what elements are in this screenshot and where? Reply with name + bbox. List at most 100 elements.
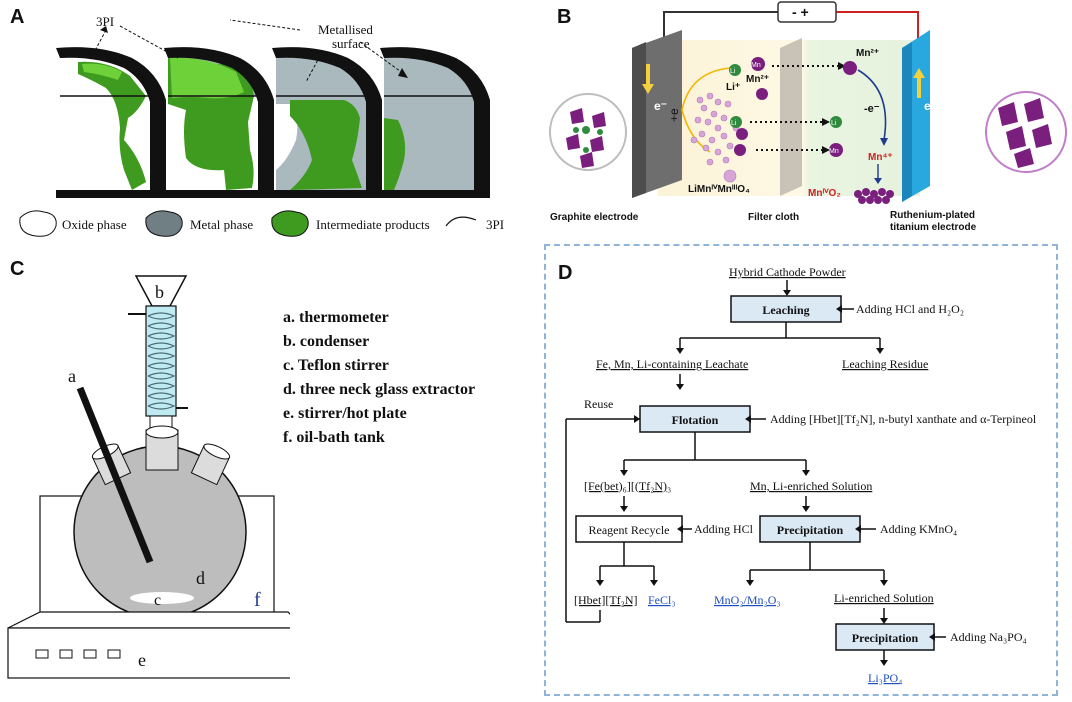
- mn4-label: Mn⁴⁺: [868, 152, 893, 163]
- mn-ion-right-label: Mn: [829, 148, 839, 155]
- legend-3pi-curve: [445, 216, 477, 227]
- residue-node: Leaching Residue: [842, 357, 928, 371]
- li-ion-mid-label: Li: [731, 120, 737, 127]
- label-f: f: [254, 589, 261, 611]
- mn-ion-low: [734, 144, 746, 156]
- filter-cloth: [780, 38, 802, 196]
- graphite-caption: Graphite electrode: [550, 212, 639, 223]
- hot-plate-top: [7, 611, 290, 629]
- mn-ion-top-label: Mn: [751, 62, 761, 69]
- electron-arrow-right: [917, 76, 921, 98]
- mno2-particles: [854, 188, 894, 204]
- power-supply-label: - +: [792, 4, 809, 20]
- mn-ion-right: [829, 143, 843, 157]
- ruthenium-caption-1: Ruthenium-plated: [890, 210, 975, 221]
- flotation-box: [639, 405, 751, 433]
- adding-na3po4: Adding Na₃PO₄: [950, 630, 1027, 644]
- adding-flotation: Adding [Hbet][Tf₂N], n-butyl xanthate an…: [770, 412, 1037, 426]
- legend-item-f: f. oil-bath tank: [283, 429, 385, 446]
- label-surface: surface: [332, 36, 370, 51]
- mn-li-solution-node: Mn, Li-enriched Solution: [750, 479, 872, 493]
- legend-metal-label: Metal phase: [190, 217, 253, 232]
- condenser-coil: [147, 312, 176, 410]
- adding-hcl-h2o2: Adding HCl and H₂O₂: [856, 302, 964, 316]
- legend-oxide-label: Oxide phase: [62, 217, 127, 232]
- label-d: d: [196, 568, 205, 588]
- phase-cell-2: [164, 47, 274, 198]
- legend-item-a: a. thermometer: [283, 309, 389, 326]
- electron-arrow-left: [646, 64, 650, 86]
- mn-ion-dot: [756, 88, 768, 100]
- fe-bet-node: [Fe(bet)₆][(Tf₂N)₃: [584, 479, 671, 493]
- arrow-metallised-1: [229, 19, 301, 31]
- leaching-label: Leaching: [762, 303, 809, 317]
- mn-ion-mid: [736, 128, 748, 140]
- precipitation2-label: Precipitation: [852, 631, 919, 645]
- panel-b-diagram: - + e⁻ e⁻ +e LiMnᴵⱽMnᴵᴵᴵO₄: [549, 1, 1067, 233]
- arrow-metallised-3: [359, 41, 405, 75]
- leachate-node: Fe, Mn, Li-containing Leachate: [596, 357, 748, 371]
- legend-oxide-swatch: [19, 210, 57, 237]
- wire-right: [836, 11, 919, 40]
- panel-letter-a: A: [10, 6, 25, 28]
- reagent-recycle-label: Reagent Recycle: [589, 523, 670, 537]
- hot-plate-button-3: [83, 649, 97, 659]
- apparatus-legend: a. thermometer b. condenser c. Teflon st…: [283, 306, 475, 450]
- legend-item-d: d. three neck glass extractor: [283, 381, 476, 398]
- power-supply: [777, 1, 837, 23]
- e-label-left: e⁻: [654, 99, 667, 113]
- precipitation2-box: [835, 623, 935, 651]
- mn2-label-right: Mn²⁺: [856, 48, 879, 59]
- hot-plate-body: [7, 627, 290, 679]
- adding-hcl: Adding HCl: [694, 522, 754, 536]
- li-ion-top: [729, 64, 741, 76]
- reagent-recycle-box: [575, 515, 683, 543]
- panel-letter-b: B: [557, 6, 572, 28]
- arrow-3pi: [89, 29, 107, 61]
- li-enriched-node: Li-enriched Solution: [834, 591, 934, 605]
- flotation-label: Flotation: [672, 413, 719, 427]
- hot-plate-button-1: [35, 649, 49, 659]
- e-label-right: e⁻: [924, 99, 937, 113]
- legend-metal-swatch: [145, 210, 183, 237]
- adding-kmno4: Adding KMnO₄: [880, 522, 957, 536]
- panel-d-flowchart: Hybrid Cathode Powder Leaching Adding HC…: [565, 265, 1037, 685]
- wire-left: [663, 11, 778, 40]
- teflon-stirrer: [130, 592, 194, 604]
- legend-item-b: b. condenser: [283, 333, 370, 350]
- limno-label: LiMnᴵⱽMnᴵᴵᴵO₄: [688, 184, 750, 195]
- panel-letter-c: C: [10, 258, 25, 280]
- precipitation-label: Precipitation: [777, 523, 844, 537]
- mn-ion-right-top: [843, 61, 857, 75]
- mn2-label-left: Mn²⁺: [746, 74, 769, 85]
- minus-e-label: -e⁻: [864, 103, 880, 115]
- legend-intermediate-swatch: [271, 210, 309, 237]
- arrow-3pi-2: [119, 25, 179, 59]
- hot-plate-button-4: [107, 649, 121, 659]
- legend-intermediate-label: Intermediate products: [316, 217, 430, 232]
- leaching-box: [730, 295, 842, 323]
- label-a: a: [68, 366, 76, 386]
- label-3pi: 3PI: [96, 14, 114, 29]
- panel-letter-d: D: [558, 262, 573, 284]
- thermometer: [76, 386, 154, 564]
- phase-cell-4: [380, 47, 490, 198]
- phase-cell-1: [56, 47, 166, 198]
- fecl3-node: FeCl₃: [648, 593, 676, 607]
- ruthenium-caption-2: titanium electrode: [890, 222, 977, 233]
- li-ion-right: [830, 116, 842, 128]
- legend-3pi-label: 3PI: [486, 217, 504, 232]
- minus-e-arrow: [857, 69, 887, 141]
- panel-a-diagram: 3PI Metallised surface Oxide phase Metal…: [19, 14, 504, 237]
- hot-plate-button-2: [59, 649, 73, 659]
- li-plus-label: Li⁺: [726, 82, 740, 93]
- li-ion-top-label: Li: [730, 68, 736, 75]
- limno-particles: [690, 92, 740, 183]
- label-metallised: Metallised: [318, 22, 373, 37]
- li-ion-mid: [730, 116, 742, 128]
- label-c: c: [154, 592, 161, 609]
- legend-item-c: c. Teflon stirrer: [283, 357, 389, 374]
- flowchart-frame: [544, 244, 1058, 696]
- hbet-node: [Hbet][Tf₂N]: [574, 593, 638, 607]
- label-e: e: [138, 650, 146, 670]
